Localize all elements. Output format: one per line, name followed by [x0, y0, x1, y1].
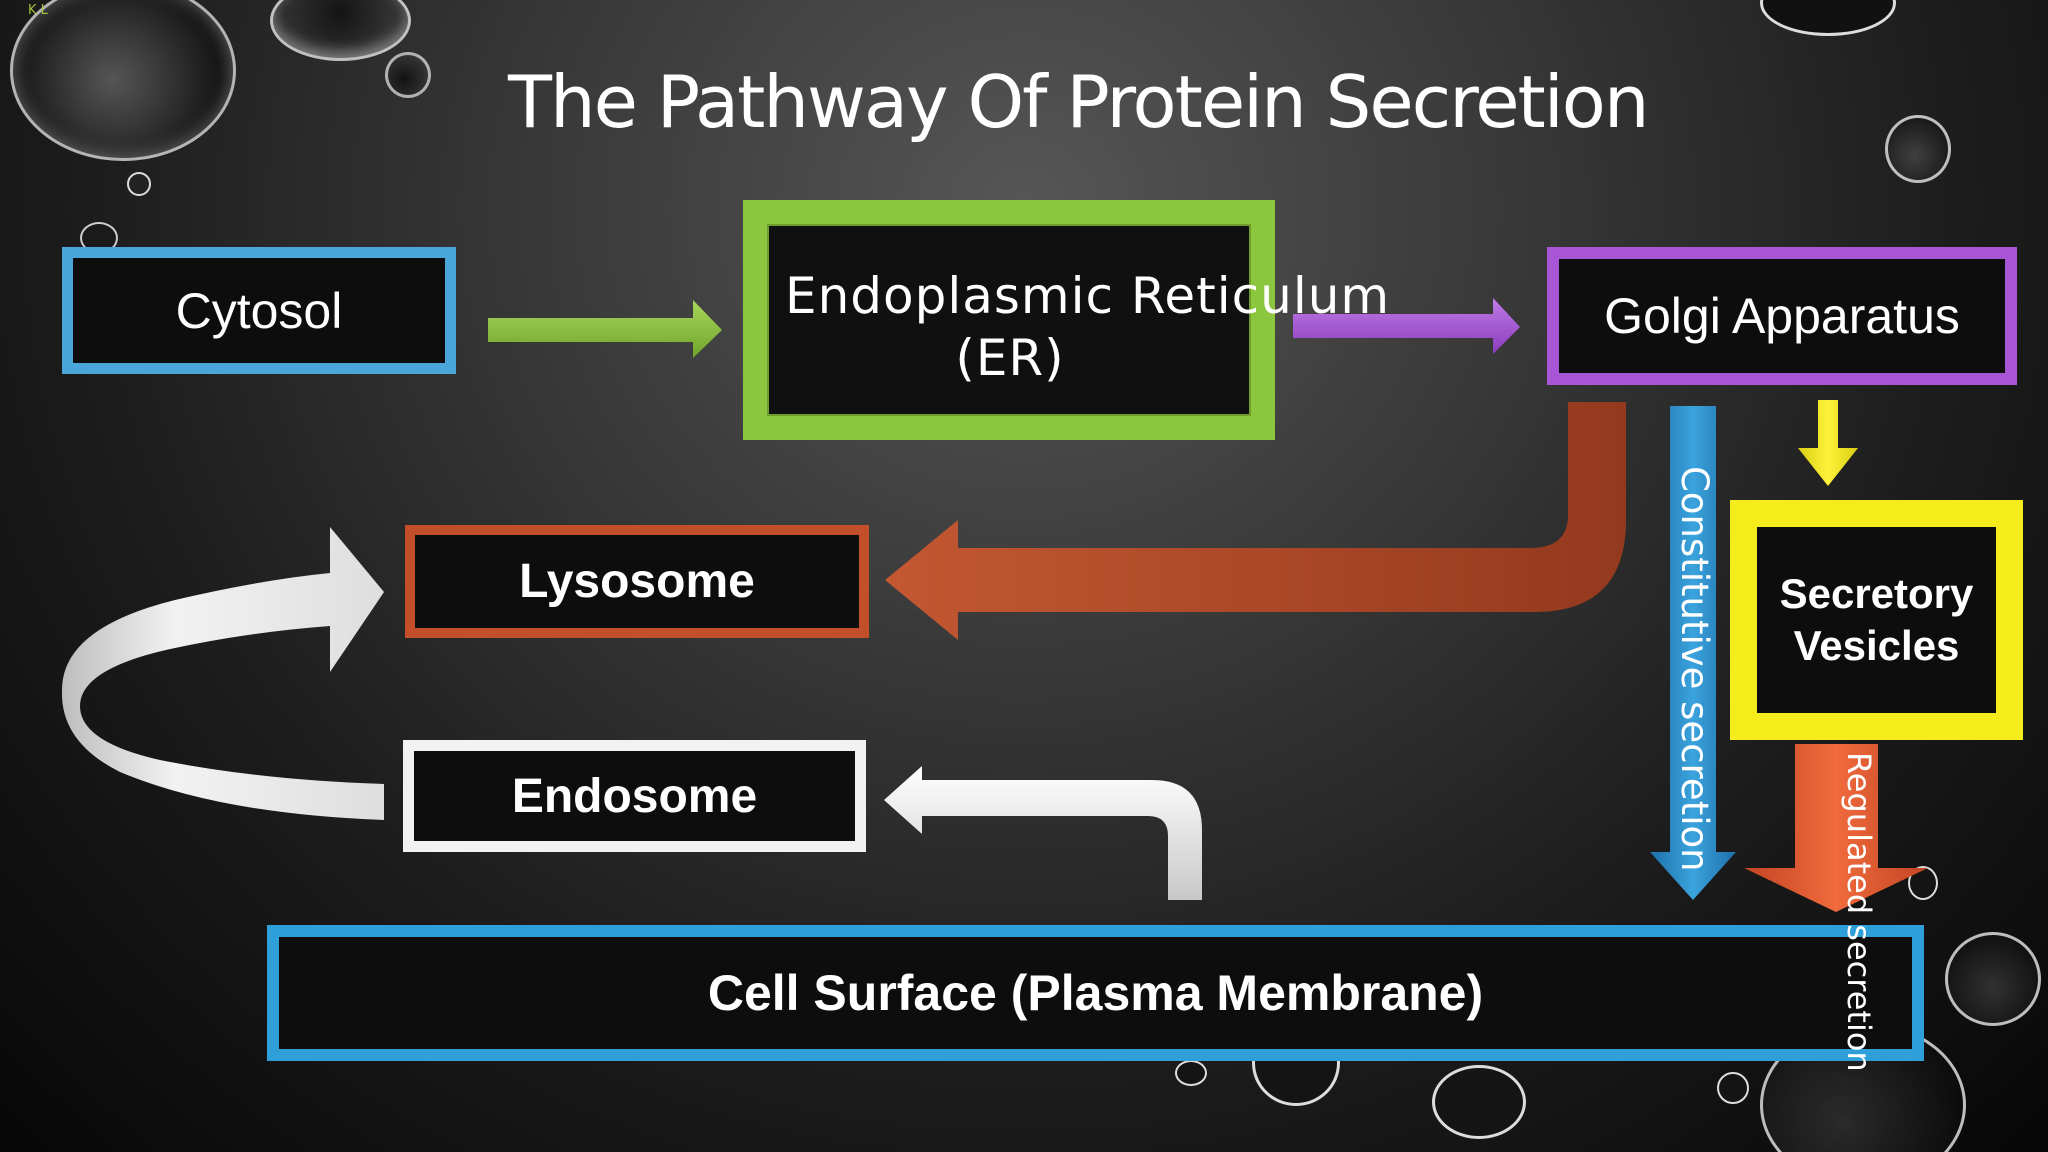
water-drop-decoration [1717, 1072, 1749, 1104]
node-secretory-label-line1: Secretory [1779, 569, 1974, 617]
water-drop-decoration [1175, 1060, 1207, 1086]
slide-title: The Pathway Of Protein Secretion [508, 60, 1649, 144]
arrow-regulated-secretion [1744, 744, 1928, 912]
edge-label-regulated: Regulated secretion [1840, 752, 1878, 1072]
node-er [743, 200, 1275, 440]
node-cytosol: Cytosol [62, 247, 456, 374]
arrow-endosome-to-lysosome [61, 527, 384, 820]
node-lysosome: Lysosome [405, 525, 869, 638]
node-er-label: Endoplasmic Reticulum (ER) [785, 265, 1389, 389]
arrow-cell-surface-to-endosome [884, 766, 1202, 900]
node-cell-surface: Cell Surface (Plasma Membrane) [267, 925, 1924, 1061]
node-endosome: Endosome [403, 740, 866, 852]
node-er-label-line2: (ER) [955, 329, 1065, 387]
node-golgi-label: Golgi Apparatus [1604, 288, 1960, 344]
water-drop-decoration [385, 52, 431, 98]
edge-label-constitutive: Constitutive secretion [1673, 466, 1716, 872]
arrow-golgi-to-secretory [1798, 400, 1858, 486]
arrow-constitutive-secretion [1650, 406, 1736, 900]
arrow-golgi-to-lysosome [885, 402, 1626, 640]
node-golgi: Golgi Apparatus [1547, 247, 2017, 385]
node-secretory-vesicles: Secretory Vesicles [1730, 500, 2023, 740]
water-drop-decoration [127, 172, 151, 196]
water-drop-decoration [1885, 115, 1951, 183]
node-lysosome-label: Lysosome [519, 555, 755, 608]
node-cytosol-label: Cytosol [175, 282, 343, 339]
node-secretory-label-line2: Vesicles [1793, 622, 1960, 669]
water-drop-decoration [10, 0, 236, 161]
water-drop-decoration [1945, 932, 2041, 1026]
node-endosome-label: Endosome [511, 769, 758, 823]
water-drop-decoration [1432, 1065, 1526, 1139]
arrow-cytosol-to-er [488, 300, 722, 358]
node-er-label-line1: Endoplasmic Reticulum [785, 267, 1391, 325]
node-cell-surface-label: Cell Surface (Plasma Membrane) [707, 965, 1484, 1021]
corner-mark: K L [28, 3, 48, 18]
arrow-er-to-golgi [1293, 298, 1520, 354]
water-drop-decoration [1908, 866, 1938, 900]
